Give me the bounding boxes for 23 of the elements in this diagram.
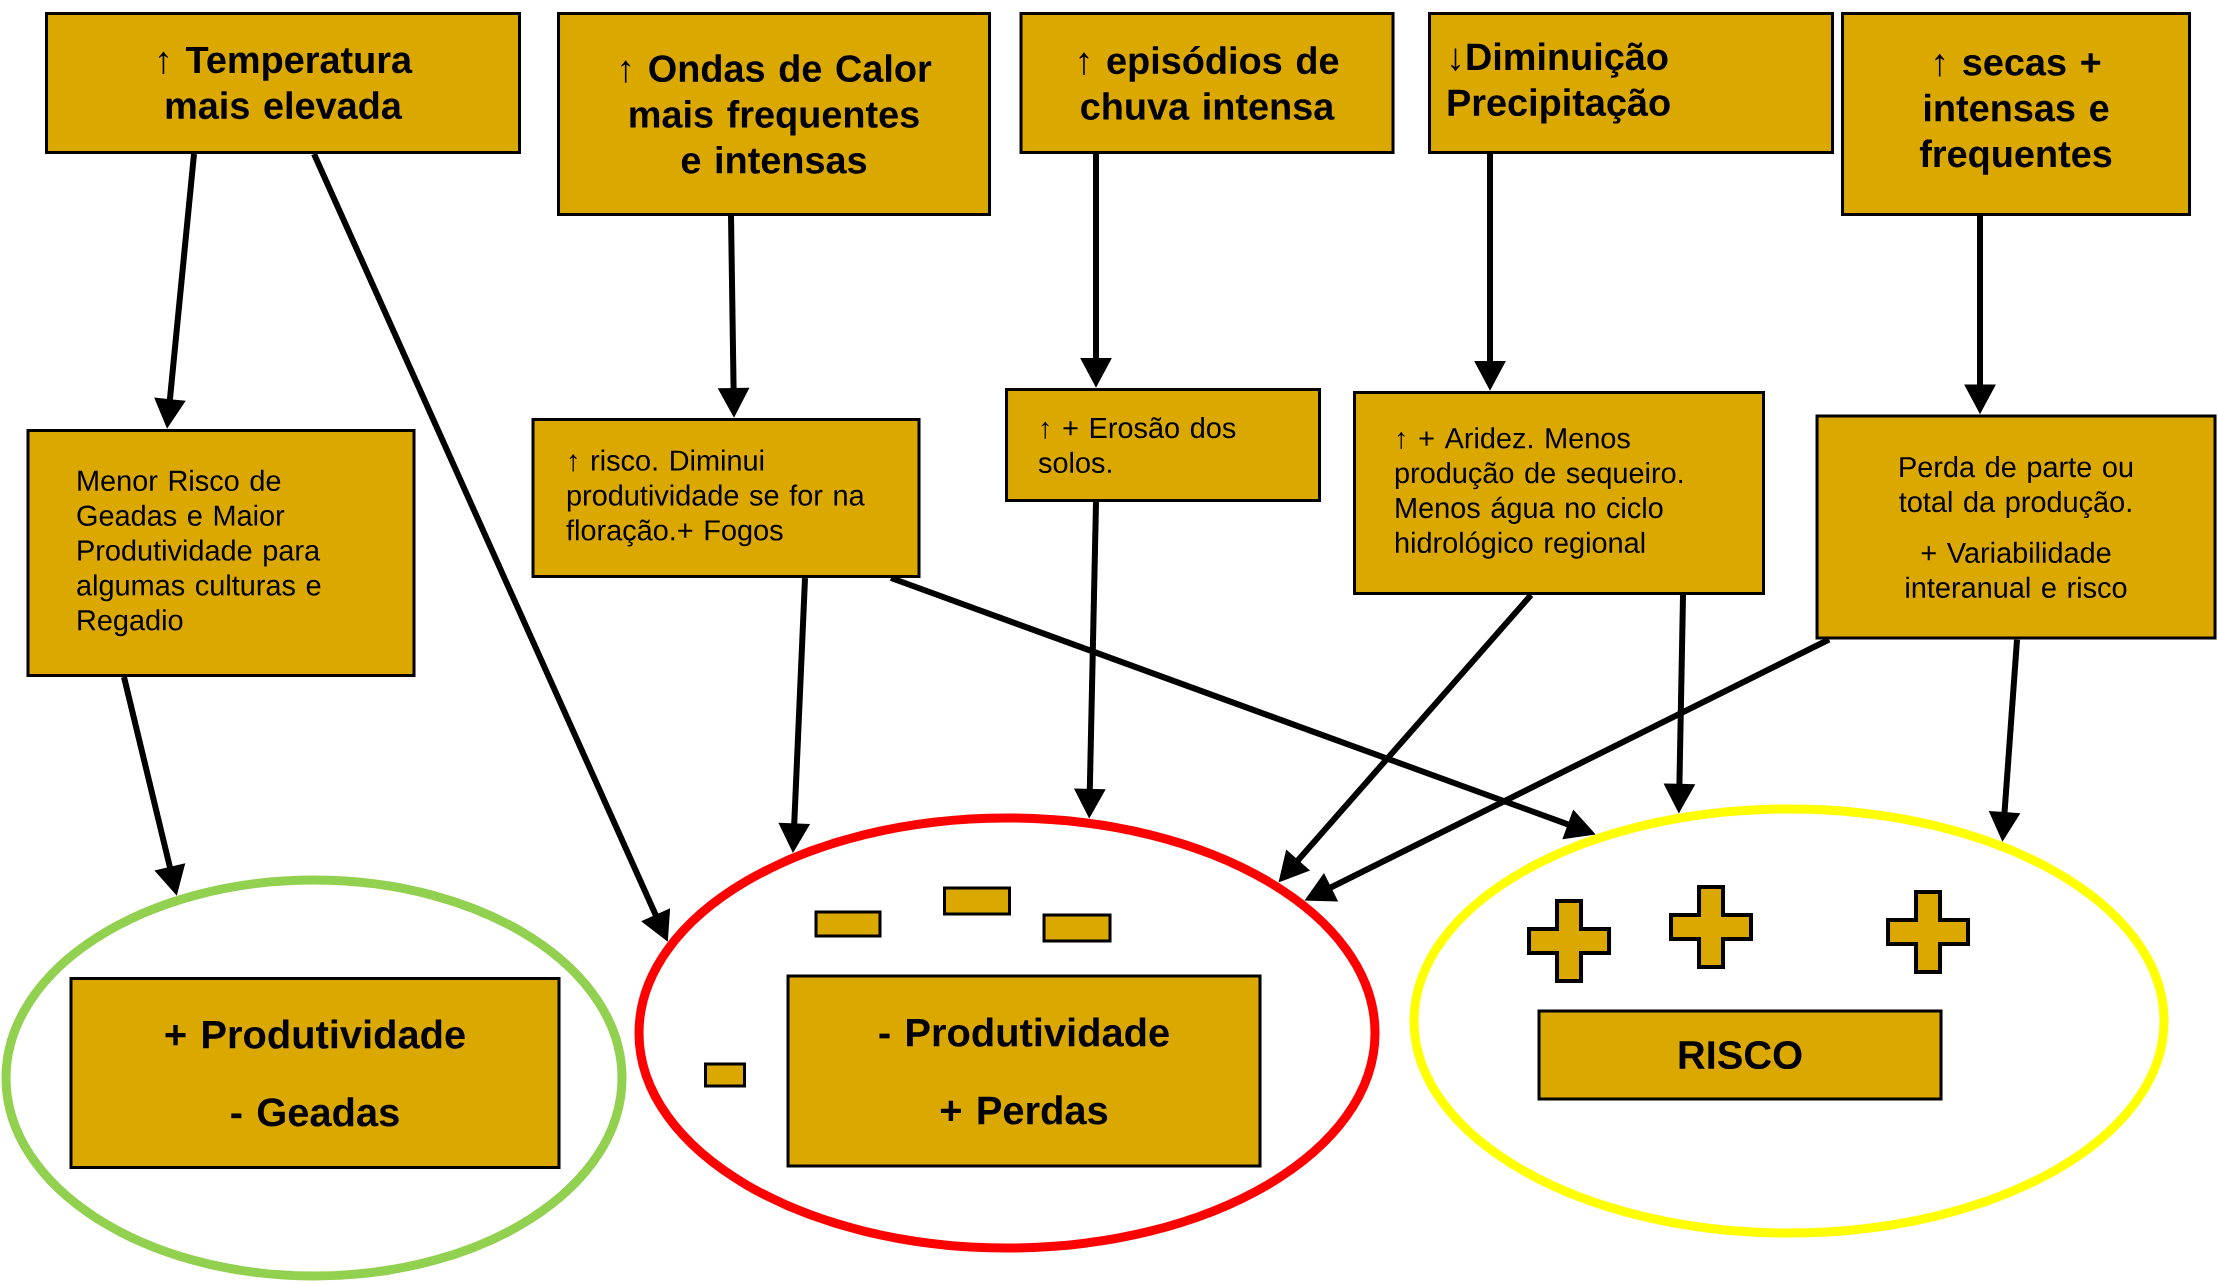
plus-sign — [1886, 890, 1971, 974]
cause-box: ↑ Ondas de Calor mais frequentes e intensas — [557, 12, 991, 216]
cause-box: ↑ secas + intensas e frequentes — [1841, 12, 2192, 216]
minus-sign — [1042, 913, 1112, 943]
plus-sign — [1527, 899, 1611, 983]
effect-box: ↑ + Aridez. Menos produção de sequeiro. Menos água no ciclo hidrológico regional — [1353, 391, 1765, 595]
minus-sign — [704, 1062, 746, 1088]
plus-sign — [1669, 885, 1753, 969]
effect-box: ↑ risco. Diminui produtividade se for na floração.+ Fogos — [531, 418, 921, 578]
cause-box: ↑ episódios de chuva intensa — [1019, 12, 1395, 154]
cause-box: ↓Diminuição Precipitação — [1428, 12, 1834, 154]
cause-box: ↑ Temperatura mais elevada — [45, 12, 521, 154]
minus-sign — [943, 886, 1011, 916]
outcome-box: + Produtividade - Geadas — [69, 977, 561, 1169]
outcome-ellipse — [1, 875, 627, 1281]
outcome-box: - Produtividade + Perdas — [786, 974, 1262, 1168]
outcome-box: RISCO — [1537, 1009, 1943, 1101]
outcome-ellipse — [1409, 804, 2169, 1238]
effect-box: Perda de parte ou total da produção. + Variabilidade interanual e risco — [1815, 414, 2217, 640]
effect-box: ↑ + Erosão dos solos. — [1005, 388, 1321, 502]
minus-sign — [814, 910, 882, 938]
outcome-ellipse — [634, 813, 1380, 1253]
effect-box: Menor Risco de Geadas e Maior Produtividade para algumas culturas e Regadio — [26, 429, 416, 677]
